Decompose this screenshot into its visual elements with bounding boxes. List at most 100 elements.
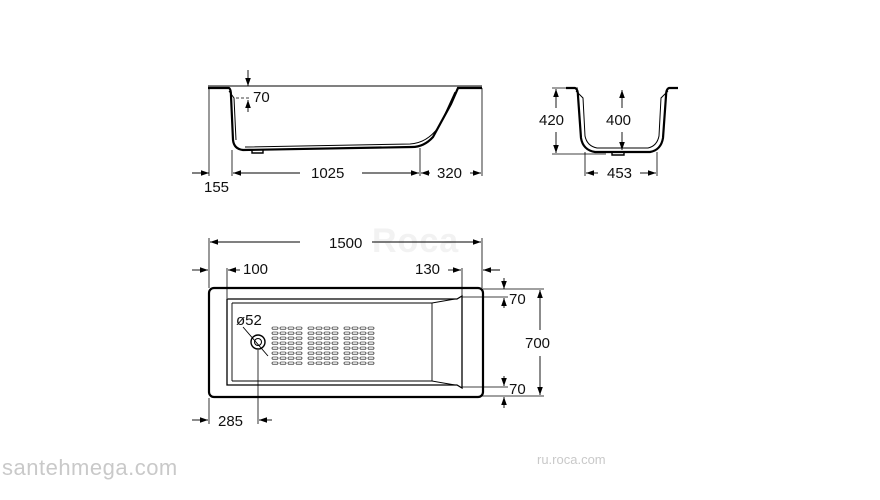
antislip-slot (367, 356, 375, 360)
antislip-slot (367, 326, 375, 330)
antislip-slot (315, 336, 323, 340)
roca-logo-watermark: Roca (372, 222, 460, 260)
antislip-slot (331, 346, 339, 350)
antislip-slot (271, 356, 279, 360)
antislip-slot (271, 341, 279, 345)
antislip-slot (307, 326, 315, 330)
dim-inner-depth: 400 (606, 112, 631, 129)
antislip-slot (295, 361, 303, 365)
side-foot (251, 150, 264, 154)
antislip-slot (343, 356, 351, 360)
dim-rim-height: 70 (253, 89, 270, 106)
antislip-slot (287, 346, 295, 350)
antislip-slot (307, 356, 315, 360)
antislip-slot (287, 336, 295, 340)
antislip-slot (323, 346, 331, 350)
dim-total-length: 1500 (329, 235, 362, 252)
antislip-slot (279, 346, 287, 350)
dim-right-offset: 320 (437, 165, 462, 182)
antislip-slot (351, 361, 359, 365)
antislip-slot (367, 361, 375, 365)
antislip-slot (359, 351, 367, 355)
top-inner-basin (226, 294, 463, 390)
antislip-slot (315, 341, 323, 345)
antislip-slot (279, 356, 287, 360)
antislip-slot (307, 336, 315, 340)
antislip-slot (323, 361, 331, 365)
antislip-slot (359, 361, 367, 365)
antislip-slot (295, 331, 303, 335)
dim-left-rim: 100 (243, 261, 268, 278)
dim-drain-diameter: ø52 (236, 312, 262, 329)
antislip-slot (343, 341, 351, 345)
dim-bottom-length: 1025 (311, 165, 344, 182)
antislip-slot (367, 336, 375, 340)
antislip-slot (279, 351, 287, 355)
antislip-slot (315, 331, 323, 335)
antislip-slot (323, 326, 331, 330)
antislip-slot (367, 346, 375, 350)
antislip-slot (343, 361, 351, 365)
antislip-slot (295, 346, 303, 350)
side-profile-outer (208, 86, 482, 152)
antislip-slot (351, 346, 359, 350)
antislip-slot (279, 331, 287, 335)
antislip-slot (279, 326, 287, 330)
antislip-slot (359, 356, 367, 360)
antislip-slot (343, 351, 351, 355)
dim-right-rim: 130 (415, 261, 440, 278)
antislip-slot (307, 331, 315, 335)
antislip-pattern (271, 326, 375, 365)
antislip-slot (295, 351, 303, 355)
antislip-slot (343, 331, 351, 335)
antislip-slot (271, 331, 279, 335)
antislip-slot (343, 336, 351, 340)
antislip-slot (351, 356, 359, 360)
end-foot (611, 152, 625, 156)
end-view (552, 86, 678, 176)
top-view (192, 238, 544, 424)
watermark-left: santehmega.com (2, 455, 178, 480)
dim-total-height: 420 (539, 112, 564, 129)
antislip-slot (271, 361, 279, 365)
antislip-slot (287, 351, 295, 355)
antislip-slot (323, 351, 331, 355)
antislip-slot (295, 341, 303, 345)
drain-outer (250, 334, 266, 350)
side-view (192, 70, 483, 176)
antislip-slot (351, 341, 359, 345)
antislip-slot (331, 351, 339, 355)
antislip-slot (279, 336, 287, 340)
antislip-slot (287, 326, 295, 330)
antislip-slot (323, 336, 331, 340)
antislip-slot (315, 326, 323, 330)
antislip-slot (287, 356, 295, 360)
antislip-slot (351, 351, 359, 355)
antislip-slot (295, 326, 303, 330)
antislip-slot (331, 356, 339, 360)
dim-total-width: 700 (525, 335, 550, 352)
antislip-slot (367, 341, 375, 345)
side-profile-inner (228, 90, 456, 148)
antislip-slot (295, 336, 303, 340)
antislip-slot (315, 356, 323, 360)
antislip-slot (359, 346, 367, 350)
antislip-slot (307, 351, 315, 355)
drain-inner (254, 338, 262, 346)
antislip-slot (351, 331, 359, 335)
antislip-slot (307, 346, 315, 350)
antislip-slot (331, 361, 339, 365)
antislip-slot (279, 341, 287, 345)
antislip-slot (287, 331, 295, 335)
dim-rim-top: 70 (509, 291, 526, 308)
antislip-slot (279, 361, 287, 365)
antislip-slot (343, 326, 351, 330)
antislip-slot (359, 331, 367, 335)
antislip-slot (359, 341, 367, 345)
antislip-slot (307, 341, 315, 345)
antislip-slot (287, 341, 295, 345)
top-basin-slope (231, 298, 456, 386)
antislip-slot (351, 326, 359, 330)
antislip-slot (323, 331, 331, 335)
